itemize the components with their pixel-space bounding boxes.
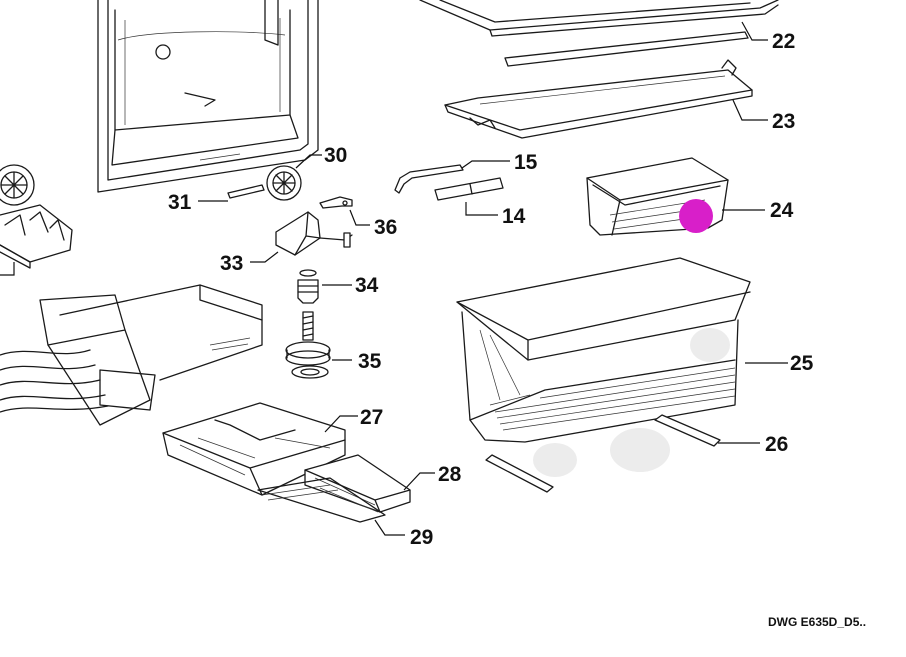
leader-29 [374, 519, 405, 536]
glass-shelf-22 [419, 0, 779, 67]
leveling-foot-35 [285, 311, 331, 379]
callout-28: 28 [438, 463, 462, 486]
ice-tray-28 [304, 454, 411, 513]
hinge-cover-14 [434, 177, 504, 201]
refrigerator-cabinet [97, 0, 319, 193]
callout-34: 34 [355, 274, 379, 297]
crisper-drawer-25 [456, 257, 751, 443]
callout-14: 14 [502, 205, 526, 228]
callout-35: 35 [358, 350, 382, 373]
axle-pin-31 [227, 184, 265, 199]
leader-33 [250, 251, 279, 263]
callout-31: 31 [168, 191, 192, 214]
bracket-36 [319, 196, 353, 209]
callout-36: 36 [374, 216, 397, 239]
callout-22: 22 [772, 30, 795, 53]
leader-15 [461, 160, 510, 169]
callout-24: 24 [770, 199, 794, 222]
highlight-marker [679, 199, 713, 233]
smudge [610, 428, 670, 472]
callout-29: 29 [410, 526, 433, 549]
callout-labels: 22 23 30 15 31 14 36 24 33 34 35 25 27 2… [168, 30, 814, 549]
leader-30 [295, 154, 322, 169]
wire-rack [0, 284, 263, 426]
ice-bin-27 [162, 402, 346, 496]
leader-14 [465, 202, 498, 216]
bushing-34 [297, 269, 319, 304]
smudge [690, 328, 730, 362]
left-tray [0, 204, 73, 276]
leader-27 [324, 415, 358, 433]
rod-15 [394, 164, 464, 194]
callout-25: 25 [790, 352, 814, 375]
leader-28 [403, 472, 435, 491]
callout-15: 15 [514, 151, 538, 174]
leader-22 [741, 21, 768, 41]
callout-23: 23 [772, 110, 795, 133]
drawer-slide-26 [485, 414, 721, 493]
callout-26: 26 [765, 433, 788, 456]
crisper-cover-23 [444, 59, 753, 139]
callout-30: 30 [324, 144, 347, 167]
leader-36 [349, 209, 370, 226]
drawing-reference: DWG E635D_D5.. [768, 615, 867, 629]
leader-23 [732, 99, 768, 121]
hinge-33 [275, 211, 353, 256]
callout-33: 33 [220, 252, 243, 275]
left-wheel [0, 164, 35, 206]
callout-27: 27 [360, 406, 383, 429]
tray-base-29 [257, 477, 386, 523]
wheel-30 [266, 165, 302, 201]
smudge [533, 443, 577, 477]
